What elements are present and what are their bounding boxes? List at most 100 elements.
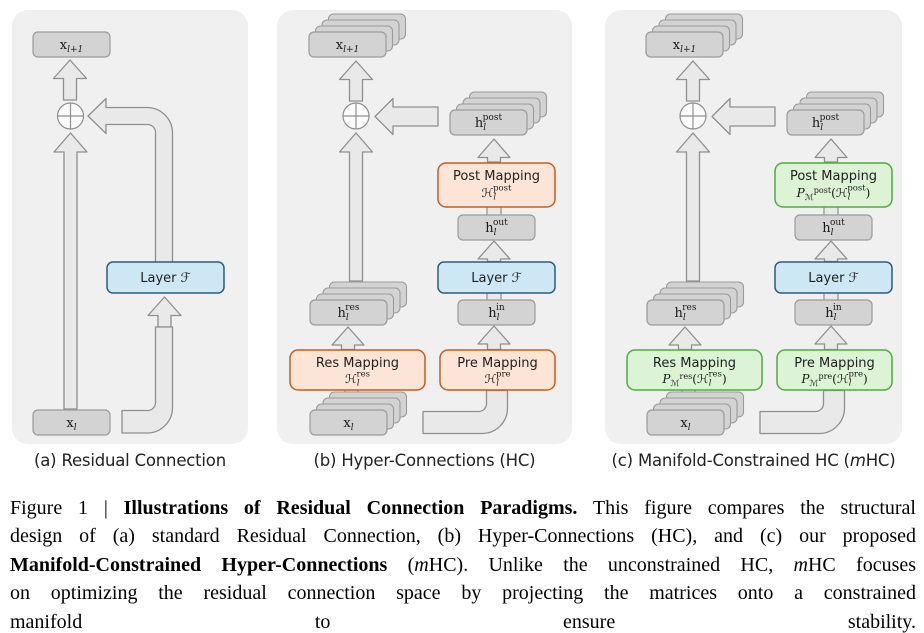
caption-bold-term: Manifold-Constrained Hyper-Connections — [10, 553, 388, 576]
arrow-left-hpost-to-sum — [711, 97, 776, 136]
box-h-out-label: hlout — [822, 218, 845, 238]
figure-caption: Figure 1 | Illustrations of Residual Con… — [10, 494, 916, 633]
box-x-current — [32, 409, 111, 436]
caption-line: Manifold-Constrained Hyper-Connections (… — [10, 551, 916, 579]
stack-x-next: xl+1 — [308, 13, 407, 58]
box-x-next — [32, 31, 111, 58]
post-mapping-math: ℋlpost — [482, 184, 512, 203]
caption-text: HC focuses — [807, 553, 917, 576]
box-x-next-label: xl+1 — [60, 38, 84, 55]
pre-mapping-title: Pre Mapping — [457, 356, 538, 371]
arrow-up-postmapping-to-hpost — [477, 138, 511, 163]
add-circle-cross — [57, 103, 84, 129]
box-x-next — [645, 31, 724, 58]
box-h-post-label: hlpost — [812, 113, 840, 133]
add-circle-cross — [680, 103, 706, 129]
box-h-post — [449, 109, 528, 136]
caption-line: manifold to ensure stability. — [10, 608, 916, 633]
caption-text: on optimizing the residual connection sp… — [10, 582, 916, 605]
res-mapping-title: Res Mapping — [653, 356, 736, 371]
caption-line: Figure 1 | Illustrations of Residual Con… — [10, 494, 916, 522]
stack-x-current: xl — [646, 391, 745, 436]
panel-c: xl+1 hlpost Post Mapping Pℳpost(ℋlpost) … — [605, 10, 902, 470]
box-pre-mapping — [776, 349, 893, 391]
caption-text: This figure compares the structural — [577, 497, 916, 519]
box-h-res — [309, 299, 388, 326]
box-x-next — [308, 31, 387, 58]
caption-text: design of (a) standard Residual Connecti… — [10, 525, 916, 548]
box-x-current — [309, 409, 388, 436]
box-x-current-label: xl — [680, 416, 690, 433]
caption-text: ( — [387, 553, 415, 576]
pipe-arrow-layer-to-sum — [87, 97, 174, 264]
stack-h-post: hlpost — [786, 91, 885, 136]
box-x-current — [646, 409, 725, 436]
arrow-up-residual-stream — [53, 132, 88, 410]
arrow-up-sum-to-output — [52, 59, 88, 101]
box-x-next-label: xl+1 — [673, 38, 697, 55]
caption-text: HC). Unlike the unconstrained HC, — [428, 553, 794, 576]
box-h-in-label: hlin — [825, 303, 842, 323]
stack-x-current: xl — [309, 391, 408, 436]
box-h-in-label: hlin — [488, 303, 505, 323]
box-res-mapping — [289, 349, 426, 391]
box-x-next-label: xl+1 — [336, 38, 360, 55]
res-mapping-math: ℋlres — [345, 370, 370, 389]
box-layer — [106, 261, 225, 294]
box-x-current-label: xl — [343, 416, 353, 433]
pre-mapping-math: ℋlpre — [484, 370, 510, 389]
panel-b: xl+1 hlpost Post Mapping ℋlpost hlout La… — [277, 10, 572, 470]
add-circle-cross — [343, 103, 369, 129]
arrow-up-sum-to-output — [338, 60, 374, 102]
caption-text: manifold to ensure stability. — [10, 610, 916, 633]
post-mapping-math: Pℳpost(ℋlpost) — [796, 184, 871, 204]
res-mapping-math: Pℳres(ℋlres) — [661, 370, 726, 390]
caption-italic-m: m — [414, 553, 429, 576]
panel-b-caption: (b) Hyper-Connections (HC) — [314, 451, 536, 470]
pipe-input-to-layer — [121, 326, 174, 434]
panel-c-caption: (c) Manifold-Constrained HC (mHC) — [612, 451, 896, 470]
box-h-in — [794, 299, 873, 326]
post-mapping-title: Post Mapping — [790, 169, 877, 184]
box-h-res-label: hlres — [674, 303, 696, 323]
res-mapping-title: Res Mapping — [316, 356, 399, 371]
box-post-mapping — [437, 162, 556, 208]
caption-line: on optimizing the residual connection sp… — [10, 579, 916, 607]
post-mapping-title: Post Mapping — [453, 169, 540, 184]
pipe-input-to-premapping — [759, 389, 846, 435]
box-h-out — [794, 214, 873, 241]
box-h-res-label: hlres — [337, 303, 359, 323]
box-x-current-label: xl — [66, 416, 76, 433]
arrow-up-postmapping-to-hpost — [814, 138, 848, 163]
stack-h-res: hlres — [646, 281, 745, 326]
panel-a-background — [12, 10, 248, 444]
box-h-res — [646, 299, 725, 326]
arrow-up-sum-to-output — [675, 60, 711, 102]
pre-mapping-math: Pℳpre(ℋlpre) — [800, 370, 867, 390]
pre-mapping-title: Pre Mapping — [794, 356, 875, 371]
box-h-in — [457, 299, 536, 326]
stack-h-post: hlpost — [449, 91, 548, 136]
box-post-mapping — [774, 162, 893, 208]
box-res-mapping — [626, 349, 763, 391]
stack-h-res: hlres — [309, 281, 408, 326]
caption-line: design of (a) standard Residual Connecti… — [10, 522, 916, 550]
caption-bold-title: Illustrations of Residual Connection Par… — [123, 497, 578, 519]
stack-x-next: xl+1 — [645, 13, 744, 58]
box-h-out — [457, 214, 536, 241]
arrow-up-residual-stream — [338, 132, 374, 282]
arrow-left-hpost-to-sum — [374, 97, 439, 136]
panel-a-caption: (a) Residual Connection — [34, 451, 226, 470]
pipe-input-to-premapping — [422, 389, 509, 435]
box-layer — [774, 261, 893, 294]
box-h-post-label: hlpost — [475, 113, 503, 133]
box-h-out-label: hlout — [485, 218, 508, 238]
box-h-post — [786, 109, 865, 136]
box-layer — [437, 261, 556, 294]
